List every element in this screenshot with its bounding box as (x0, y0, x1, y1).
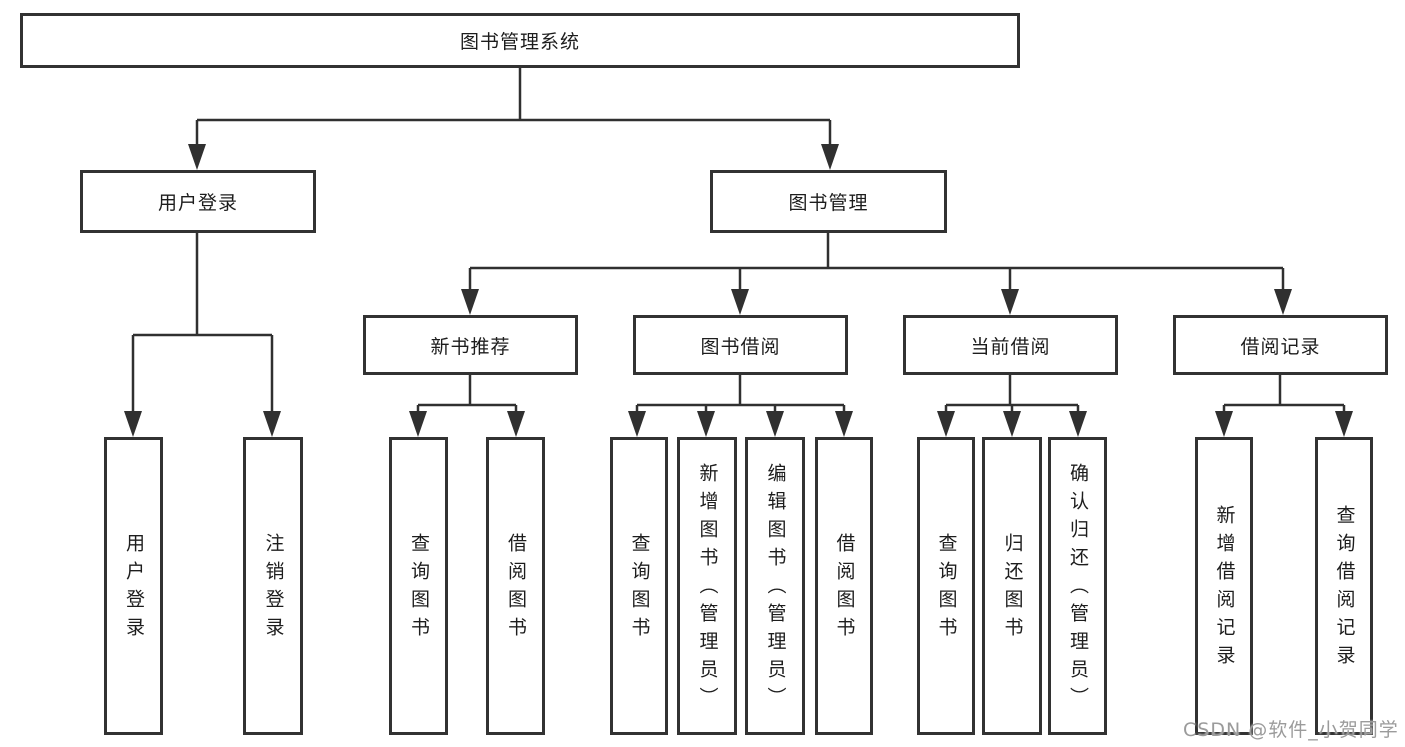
leaf-query-books-borrow-label: 查询图书 (628, 533, 651, 645)
node-book-management: 图书管理 (710, 170, 947, 233)
leaf-edit-book-admin: 编辑图书（管理员） (745, 437, 805, 735)
leaf-query-books-recommend-label: 查询图书 (408, 533, 430, 645)
csdn-watermark: CSDN @软件_小贺同学 (1183, 719, 1399, 741)
leaf-add-borrow-record: 新增借阅记录 (1195, 437, 1253, 735)
node-root-library-system: 图书管理系统 (20, 13, 1020, 68)
leaf-return-book-label: 归还图书 (1001, 533, 1024, 645)
leaf-logout: 注销登录 (243, 437, 303, 735)
leaf-confirm-return-admin: 确认归还（管理员） (1048, 437, 1107, 735)
leaf-confirm-return-admin-label: 确认归还（管理员） (1067, 463, 1089, 715)
node-current-borrow: 当前借阅 (903, 315, 1118, 375)
leaf-query-books-current-label: 查询图书 (935, 533, 958, 645)
node-book-borrow: 图书借阅 (633, 315, 848, 375)
leaf-return-book: 归还图书 (982, 437, 1042, 735)
leaf-query-borrow-record: 查询借阅记录 (1315, 437, 1373, 735)
node-new-book-recommend: 新书推荐 (363, 315, 578, 375)
leaf-edit-book-admin-label: 编辑图书（管理员） (764, 463, 787, 715)
leaf-query-books-current: 查询图书 (917, 437, 975, 735)
leaf-logout-label: 注销登录 (262, 533, 285, 645)
leaf-add-book-admin-label: 新增图书（管理员） (696, 463, 719, 715)
node-user-login: 用户登录 (80, 170, 316, 233)
leaf-borrow-books-recommend: 借阅图书 (486, 437, 545, 735)
node-borrow-records: 借阅记录 (1173, 315, 1388, 375)
leaf-query-borrow-record-label: 查询借阅记录 (1333, 505, 1356, 673)
leaf-add-borrow-record-label: 新增借阅记录 (1213, 505, 1236, 673)
leaf-borrow-books-label: 借阅图书 (833, 533, 856, 645)
leaf-user-login: 用户登录 (104, 437, 163, 735)
leaf-borrow-books-recommend-label: 借阅图书 (505, 533, 527, 645)
leaf-query-books-borrow: 查询图书 (610, 437, 668, 735)
leaf-user-login-label: 用户登录 (123, 533, 145, 645)
leaf-query-books-recommend: 查询图书 (389, 437, 448, 735)
leaf-add-book-admin: 新增图书（管理员） (677, 437, 737, 735)
leaf-borrow-books: 借阅图书 (815, 437, 873, 735)
